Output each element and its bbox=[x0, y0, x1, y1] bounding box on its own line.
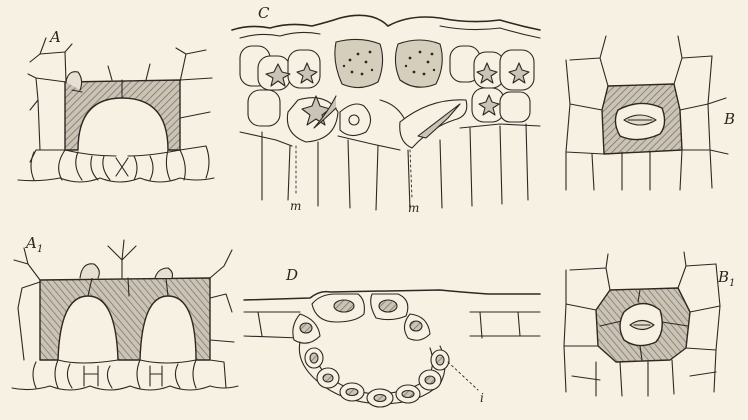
label-d: D bbox=[286, 268, 298, 283]
figure-a1-drawing bbox=[12, 240, 238, 390]
figure-b-drawing bbox=[566, 36, 728, 190]
label-a1-letter: A bbox=[26, 234, 37, 252]
label-i: i bbox=[480, 392, 484, 404]
label-a1: A1 bbox=[26, 236, 43, 255]
label-a: A bbox=[50, 30, 61, 45]
label-a1-subscript: 1 bbox=[37, 244, 43, 255]
figure-c-drawing bbox=[232, 15, 540, 210]
label-m-right: m bbox=[408, 202, 419, 214]
label-b1-letter: B bbox=[718, 268, 729, 286]
label-b: B bbox=[724, 112, 735, 127]
label-b1: B1 bbox=[718, 270, 735, 289]
figure-b1-drawing bbox=[564, 252, 720, 396]
figure-d-drawing bbox=[244, 290, 540, 407]
label-m-left: m bbox=[290, 200, 301, 212]
figure-a-drawing bbox=[18, 38, 214, 182]
label-b1-subscript: 1 bbox=[729, 278, 735, 289]
label-c: C bbox=[258, 6, 269, 21]
